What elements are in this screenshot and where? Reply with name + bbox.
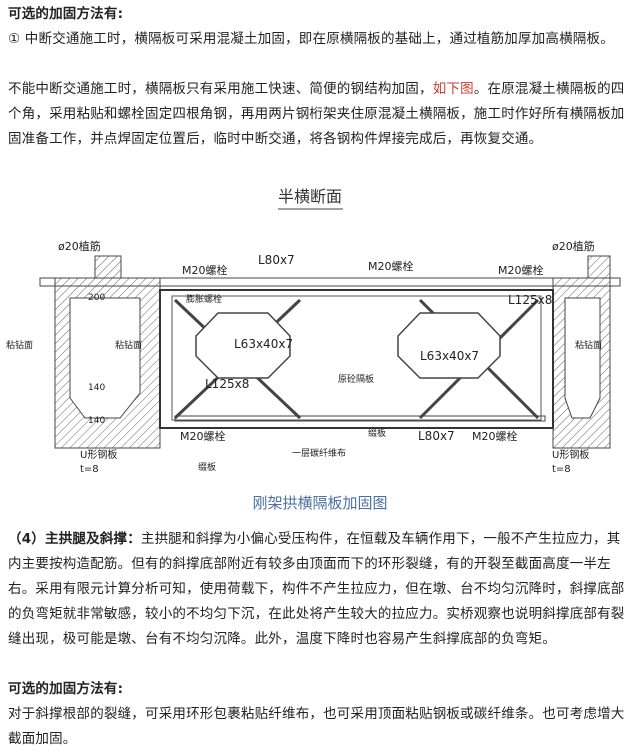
label-l125-left: L125x8 — [205, 377, 249, 391]
paragraph-arch-legs-text: 主拱腿和斜撑为小偏心受压构件，在恒载及车辆作用下，一般不产生拉应力，其内主要按构… — [8, 531, 625, 647]
label-gusset: 缀板 — [368, 427, 386, 439]
crossbeam-inner — [171, 295, 542, 421]
label-gusset-left: 缀板 — [198, 461, 216, 473]
reinforcement-diagram: 半横断面 ø20植筋 ø20植筋 M20螺栓 L80x7 M20螺栓 M2 — [6, 187, 621, 475]
paragraph-concrete-method: ① 中断交通施工时，横隔板可采用混凝土加固，即在原横隔板的基础上，通过植筋加厚加… — [8, 31, 614, 47]
label-bond-left: 粘钻面 — [6, 339, 33, 351]
label-l80-bot: L80x7 — [418, 429, 455, 443]
paragraph-arch-legs: （4）主拱腿及斜撑：主拱腿和斜撑为小偏心受压构件，在恒载及车辆作用下，一般不产生… — [8, 527, 632, 652]
label-l63-right: L63x40x7 — [420, 349, 479, 363]
label-u-right: U形钢板 — [552, 448, 589, 461]
heading-reinforce-methods: 可选的加固方法有: — [8, 6, 124, 22]
section-heading-arch-legs: （4）主拱腿及斜撑： — [8, 531, 141, 547]
label-center: 原砼隔板 — [338, 373, 374, 385]
paragraph-steel-text-a: 不能中断交通施工时，横隔板只有采用施工快速、简便的钢结构加固， — [8, 81, 433, 97]
heading-reinforce-methods-2: 可选的加固方法有: — [8, 681, 124, 697]
label-m20-tr: M20螺栓 — [498, 263, 544, 277]
label-plate-left: 膨胀螺栓 — [186, 293, 222, 305]
paragraph-crack-method: 对于斜撑根部的裂缝，可采用环形包裹粘贴纤维布，也可采用顶面粘贴钢板或碳纤维条。也… — [8, 706, 625, 747]
label-u-left-t: t=8 — [80, 464, 99, 475]
label-m20-tc: M20螺栓 — [368, 259, 414, 273]
left-girder — [54, 277, 161, 449]
opening-left — [195, 312, 291, 379]
figure-caption: 刚架拱横隔板加固图 — [252, 494, 388, 512]
right-girder — [552, 277, 611, 449]
label-m20-tl: M20螺栓 — [182, 263, 228, 277]
right-rebar-block — [587, 255, 611, 279]
label-rebar-left: ø20植筋 — [58, 239, 101, 253]
deck-slab — [39, 277, 621, 287]
label-fiber: 一层碳纤维布 — [292, 447, 346, 459]
bottom-angle — [174, 415, 546, 422]
label-rebar-right: ø20植筋 — [552, 239, 595, 253]
label-l80-top: L80x7 — [258, 253, 295, 267]
label-d140a: 140 — [88, 383, 105, 393]
opening-right — [397, 312, 501, 379]
left-rebar-block — [94, 255, 122, 279]
label-l125-right: L125x8 — [508, 293, 552, 307]
crossbeam-frame — [159, 289, 554, 429]
paragraph-steel-method: 不能中断交通施工时，横隔板只有采用施工快速、简便的钢结构加固，如下图。在原混凝土… — [8, 77, 632, 152]
label-m20-bl: M20螺栓 — [180, 429, 226, 443]
label-d140b: 140 — [88, 416, 105, 426]
figure-reference-link[interactable]: 如下图 — [432, 81, 474, 97]
label-m20-br: M20螺栓 — [472, 429, 518, 443]
label-u-right-t: t=8 — [552, 464, 571, 475]
diagram-title: 半横断面 — [278, 187, 342, 206]
label-bond-right: 粘钻面 — [575, 339, 602, 351]
paragraph-steel-text-b: 。在原混凝土横隔板的四个角，采用粘贴和螺栓固定四根角钢，再用两片钢桁架夹住原混凝… — [8, 81, 625, 147]
label-bond-left2: 粘钻面 — [115, 339, 142, 351]
label-d200: 200 — [88, 293, 105, 303]
label-l63-left: L63x40x7 — [234, 337, 293, 351]
label-u-left: U形钢板 — [80, 448, 117, 461]
